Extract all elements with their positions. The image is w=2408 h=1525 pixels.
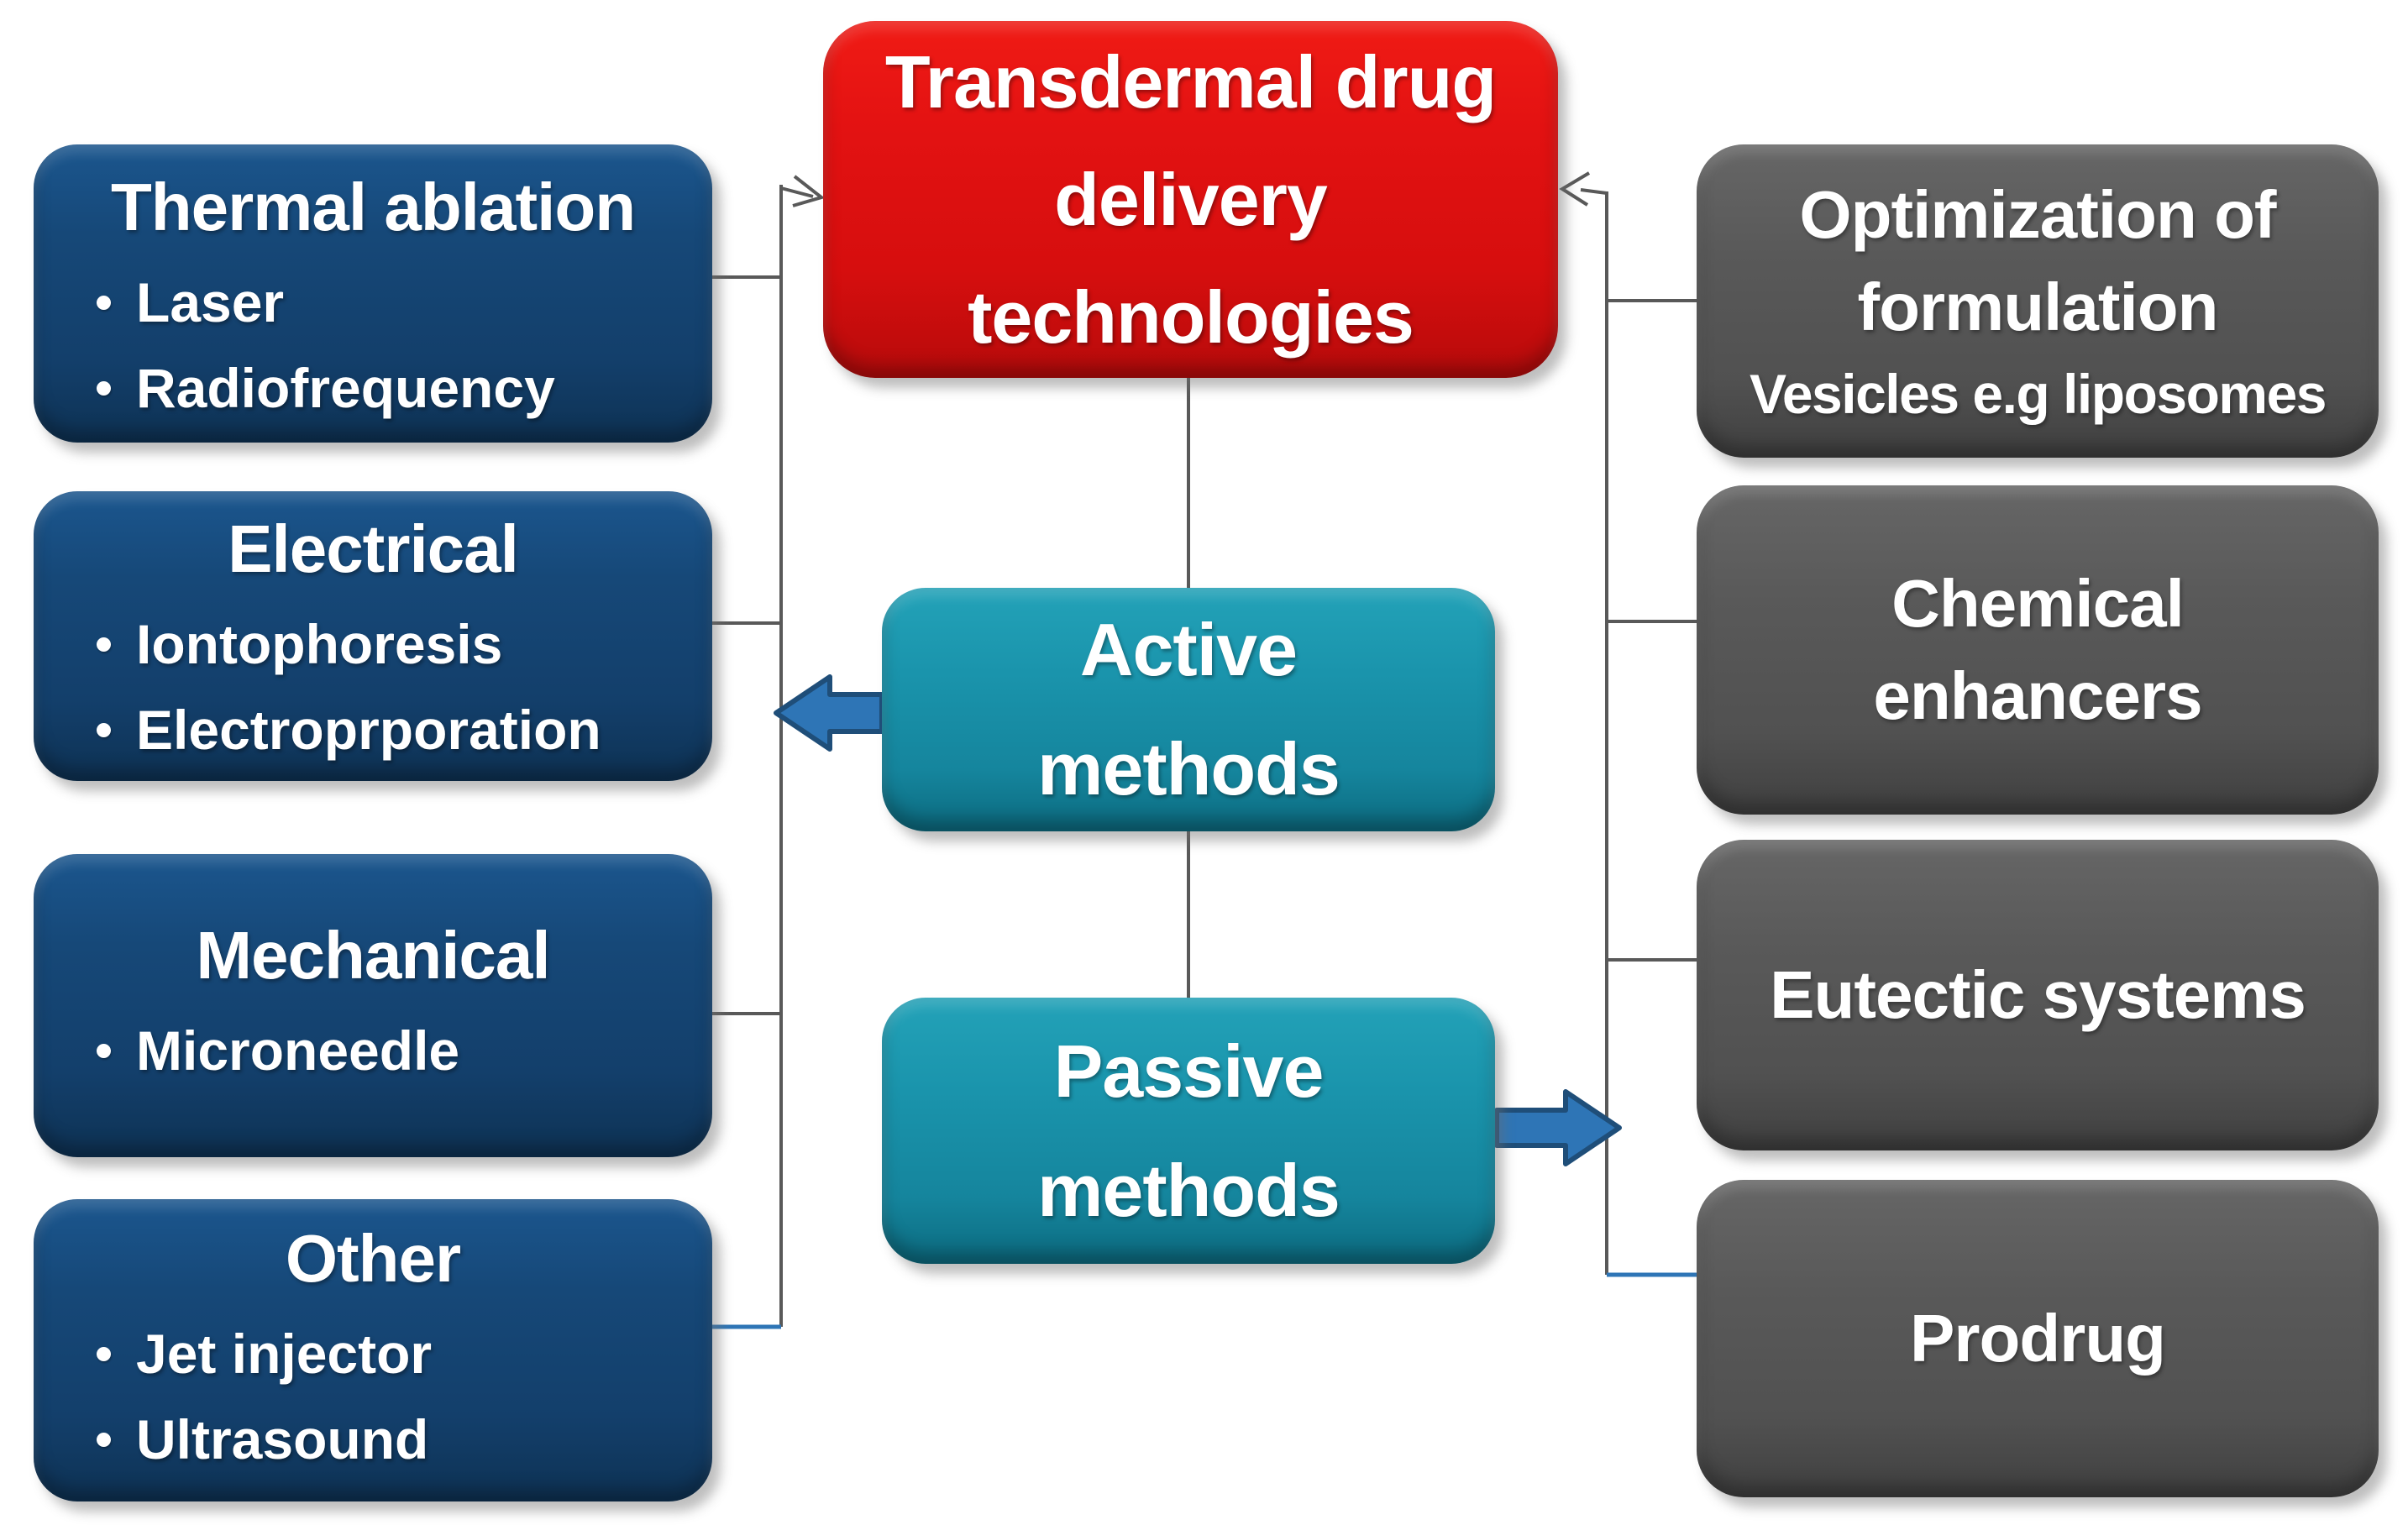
bullet-item: Iontophoresis <box>97 601 687 687</box>
bullet-dot-icon <box>97 722 111 737</box>
root-box: Transdermal drug delivery technologies <box>823 21 1558 378</box>
bullet-label: Ultrasound <box>136 1408 429 1470</box>
thermal-ablation-bullets: Laser Radiofrequency <box>59 259 687 431</box>
eutectic-systems-title: Eutectic systems <box>1770 957 2306 1032</box>
other-box: Other Jet injector Ultrasound <box>34 1199 712 1501</box>
bullet-dot-icon <box>97 1432 111 1447</box>
bullet-dot-icon <box>97 637 111 652</box>
chemical-enhancers-box: Chemical enhancers <box>1697 485 2379 815</box>
left-arrow-shaft <box>780 186 814 198</box>
chemical-enhancers-title: Chemical enhancers <box>1873 566 2202 733</box>
optimization-title: Optimization of formulation <box>1799 176 2276 344</box>
bullet-item: Ultrasound <box>97 1397 687 1482</box>
prodrug-title: Prodrug <box>1909 1301 2166 1376</box>
bullet-dot-icon <box>97 1346 111 1361</box>
optimization-subtitle: Vesicles e.g liposomes <box>1749 362 2327 425</box>
thermal-ablation-title: Thermal ablation <box>110 170 636 244</box>
electrical-title: Electrical <box>228 511 519 586</box>
electrical-box: Electrical Iontophoresis Electroprporati… <box>34 491 712 781</box>
prodrug-box: Prodrug <box>1697 1180 2379 1497</box>
bullet-dot-icon <box>97 380 111 396</box>
mechanical-box: Mechanical Microneedle <box>34 854 712 1157</box>
bullet-label: Microneedle <box>136 1019 460 1082</box>
left-arrowhead-icon <box>792 175 826 207</box>
bullet-label: Radiofrequency <box>136 357 555 419</box>
bullet-item: Jet injector <box>97 1311 687 1397</box>
right-arrow-shaft <box>1580 188 1608 195</box>
bullet-item: Laser <box>97 259 687 345</box>
active-methods-left-arrow-icon <box>774 674 884 752</box>
bullet-item: Microneedle <box>97 1008 687 1093</box>
root-box-label: Transdermal drug delivery technologies <box>884 39 1497 359</box>
optimization-box: Optimization of formulation Vesicles e.g… <box>1697 144 2379 458</box>
bullet-item: Radiofrequency <box>97 345 687 431</box>
mechanical-title: Mechanical <box>196 918 550 993</box>
passive-methods-box: Passive methods <box>882 998 1495 1264</box>
other-bullets: Jet injector Ultrasound <box>59 1311 687 1482</box>
active-methods-box: Active methods <box>882 588 1495 831</box>
right-arrowhead-icon <box>1559 171 1591 207</box>
passive-methods-label: Passive methods <box>1037 1029 1340 1232</box>
bullet-dot-icon <box>97 1043 111 1058</box>
other-title: Other <box>285 1221 461 1296</box>
mechanical-bullets: Microneedle <box>59 1008 687 1093</box>
thermal-ablation-box: Thermal ablation Laser Radiofrequency <box>34 144 712 443</box>
bullet-label: Laser <box>136 271 285 333</box>
bullet-label: Iontophoresis <box>136 613 503 675</box>
passive-methods-right-arrow-icon <box>1494 1089 1622 1166</box>
bullet-label: Electroprporation <box>136 699 601 761</box>
bullet-label: Jet injector <box>136 1323 433 1385</box>
electrical-bullets: Iontophoresis Electroprporation <box>59 601 687 773</box>
bullet-item: Electroprporation <box>97 687 687 773</box>
bullet-dot-icon <box>97 295 111 310</box>
eutectic-systems-box: Eutectic systems <box>1697 840 2379 1150</box>
active-methods-label: Active methods <box>1037 608 1340 810</box>
